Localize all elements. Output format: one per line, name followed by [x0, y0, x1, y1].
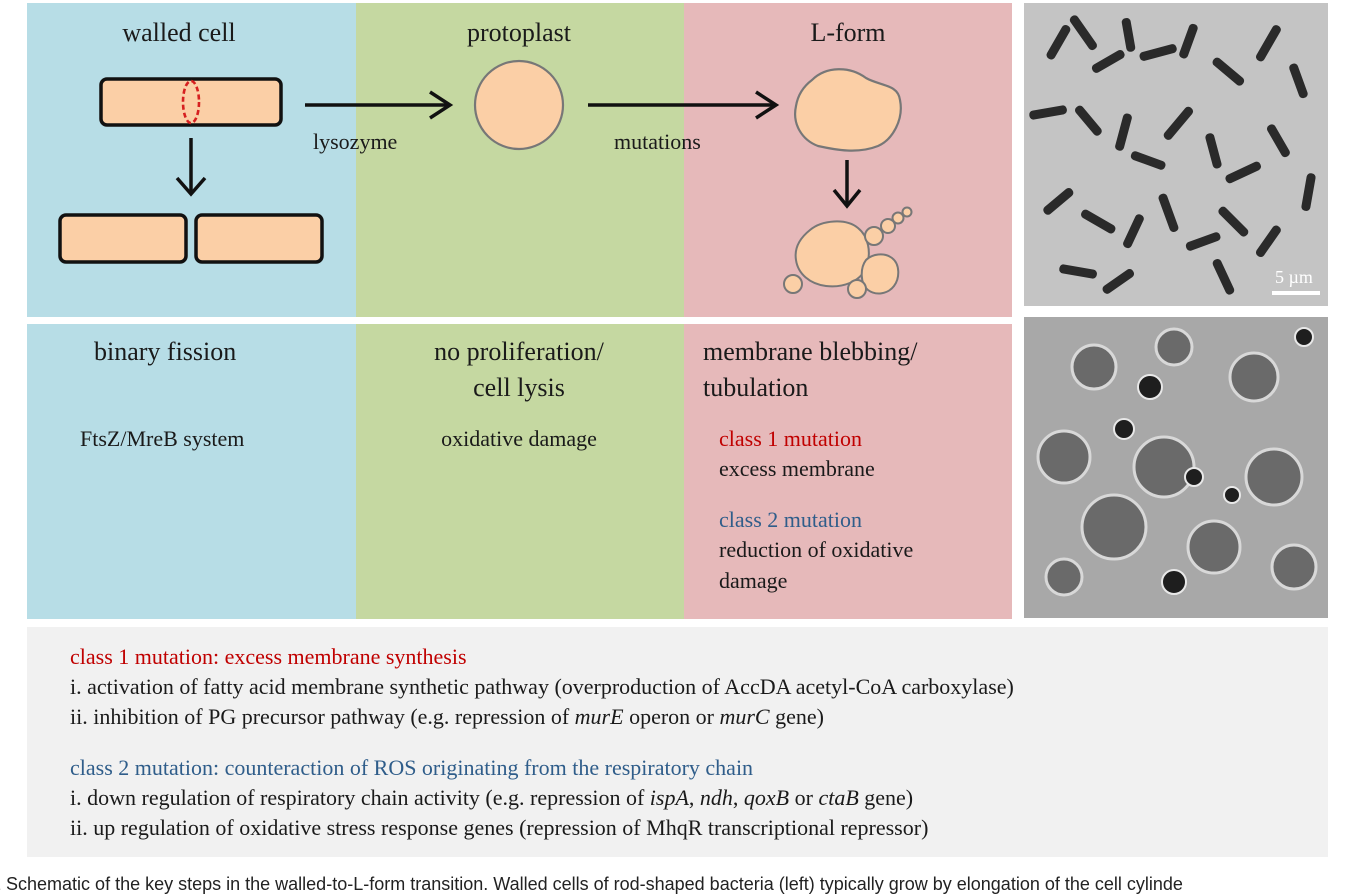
protoplast-title: protoplast: [467, 18, 571, 47]
scale-bar-label: 5 µm: [1275, 267, 1313, 287]
binary-fission-panel: [27, 324, 356, 619]
binary-fission-heading: binary fission: [94, 337, 237, 366]
lform-title: L-form: [810, 18, 886, 47]
class2-notes-heading: class 2 mutation: counteraction of ROS o…: [70, 755, 754, 780]
protoplast-shape: [473, 59, 565, 151]
walled-cell-title: walled cell: [122, 18, 236, 47]
class2-description-line1: reduction of oxidative: [719, 537, 914, 562]
bleb-chain-1-shape: [864, 226, 884, 246]
protoplast-panel: [356, 3, 684, 317]
class1-note-ii: ii. inhibition of PG precursor pathway (…: [70, 704, 824, 729]
bleb-chain-4-shape: [901, 206, 913, 218]
ftsz-mreb-text: FtsZ/MreB system: [80, 426, 245, 451]
no-proliferation-heading: no proliferation/: [434, 337, 604, 366]
daughter-rod-right-shape: [194, 213, 324, 264]
walled-cells-micrograph: 5 µm: [1024, 3, 1328, 306]
transition-diagram: [58, 59, 913, 299]
class2-label: class 2 mutation: [719, 507, 862, 532]
class1-notes-heading: class 1 mutation: excess membrane synthe…: [70, 644, 467, 669]
tubulation-heading: tubulation: [703, 373, 809, 402]
bleb-large-shape: [794, 220, 870, 288]
membrane-blebbing-panel: [684, 324, 1012, 619]
class2-note-i: i. down regulation of respiratory chain …: [70, 785, 914, 810]
walled-rod-shape: [99, 77, 283, 127]
class1-note-i: i. activation of fatty acid membrane syn…: [70, 674, 1014, 699]
lform-micrograph: [1024, 317, 1328, 618]
class2-description-line2: damage: [719, 568, 788, 593]
division-ring-shape: [181, 79, 201, 125]
figure-caption: ure 1 Schematic of the key steps in the …: [0, 874, 1183, 894]
no-proliferation-panel: [356, 324, 684, 619]
mutation-notes-box: [27, 627, 1328, 857]
mutations-label: mutations: [614, 129, 701, 154]
oxidative-damage-text: oxidative damage: [441, 426, 597, 451]
bleb-small-left-shape: [783, 274, 803, 294]
class1-label: class 1 mutation: [719, 426, 862, 451]
bleb-medium-shape: [860, 253, 900, 295]
class1-description: excess membrane: [719, 456, 875, 481]
bleb-small-bottom-shape: [847, 279, 867, 299]
daughter-rod-left-shape: [58, 213, 188, 264]
class2-note-ii: ii. up regulation of oxidative stress re…: [70, 815, 929, 840]
cell-lysis-heading: cell lysis: [473, 373, 565, 402]
lform-blob-shape: [794, 68, 902, 152]
lysozyme-label: lysozyme: [313, 129, 398, 154]
membrane-blebbing-heading: membrane blebbing/: [703, 337, 918, 366]
bleb-chain-3-shape: [891, 211, 905, 225]
bleb-chain-2-shape: [880, 218, 896, 234]
